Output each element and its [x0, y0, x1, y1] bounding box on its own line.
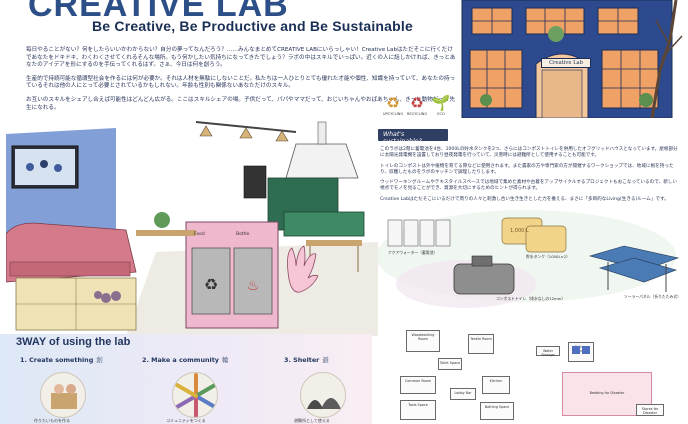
equipment-drawing	[376, 210, 680, 308]
plan-room: Toilet Space	[438, 358, 462, 370]
ways-title: 3WAY of using the lab	[16, 336, 131, 348]
floor-plan-1f: Woodworking Room Textile Room Common Roo…	[398, 330, 520, 424]
earth-caption: ECO	[437, 112, 445, 116]
recycle-caption: RECYCLING	[406, 112, 428, 116]
sustainable-paragraph-2: トイレのコンポストは外や植物を育てる際などに使用されます。また農家の方や専門家の…	[380, 163, 674, 175]
equipment-illustration: アクアウォーター（蓄電池） 1,000 L 貯水タンク（1000L×2） コンポ…	[376, 198, 686, 314]
svg-text:♻: ♻	[204, 275, 218, 294]
way-create-note: 作りたいものを作る	[34, 418, 70, 423]
svg-text:♨: ♨	[247, 278, 260, 294]
sustainable-paragraph-4: Creative Labはただそこにいるだけで周りの人々と刺激し合い生き生きとし…	[380, 196, 669, 202]
battery-storage-marker	[582, 346, 590, 354]
page-title: CREATIVE LAB	[28, 0, 289, 24]
plan-room: Bathing Space	[480, 402, 514, 420]
upcycle-icon: ♻ UPCYCLING	[382, 94, 404, 116]
compost-label: コンポストトイレ（排水なしの12mm）	[496, 296, 566, 301]
way-community-label: 2. Make a community	[142, 356, 219, 364]
sustainable-text: このラボは2階に蓄電池を4台、1000Lの貯水タンクを2つ、さらにはコンポストト…	[380, 147, 680, 207]
way-create-kanji: 創	[96, 356, 103, 364]
tank-volume-label: 1,000 L	[510, 228, 529, 234]
plan-room: Tools Space	[400, 400, 436, 420]
plan-room: Textile Room	[468, 334, 494, 354]
way-shelter-label: 3. Shelter	[284, 356, 320, 364]
plan-room: Water Storage	[536, 346, 560, 357]
way-shelter-kanji: 避	[322, 356, 329, 364]
plan-room: Lobby Bar	[450, 388, 476, 400]
interior-illustration: ♻ ♨	[6, 112, 378, 336]
way-shelter-note: 避難所として使える	[294, 418, 330, 423]
battery-label: アクアウォーター（蓄電池）	[388, 250, 438, 255]
way-community-kanji: 輪	[221, 356, 229, 364]
solar-label: ソーラーパネル（折りたたみ式）	[624, 294, 681, 299]
shelter-illustration	[300, 372, 346, 418]
intro-paragraph-1: 毎日やることがない？何をしたらいいかわからない？自分の夢ってなんだろう？……みん…	[26, 47, 456, 69]
tank-label: 貯水タンク（1000L×2）	[526, 254, 570, 259]
earth-icon: 🌱 ECO	[431, 94, 451, 116]
floor-plan-2f: Water Storage Battery Storage Bedding fo…	[532, 340, 666, 424]
page-subtitle: Be Creative, Be Productive and Be Sustai…	[92, 18, 413, 34]
way-community-note: コミュニティをつくる	[166, 418, 206, 423]
sustainable-heading: What's sustainable?	[378, 129, 448, 145]
cart-label-bottle: Bottle	[236, 232, 250, 237]
plan-room: Common Room	[400, 376, 436, 394]
upcycle-caption: UPCYCLING	[382, 112, 404, 116]
intro-text: 毎日やることがない？何をしたらいいかわからない？自分の夢ってなんだろう？……みん…	[26, 47, 456, 118]
sustainable-paragraph-3: ウッドワーキングルームやテキスタイルスペースでは地域で集めた素材や古着をアップサ…	[380, 180, 677, 192]
intro-paragraph-3: お互いのスキルをシェアし合えば可能性はどんどん広がる。ここはスキルシェアの場。子…	[26, 96, 455, 111]
plan-room: Woodworking Room	[406, 330, 440, 352]
way-create-label: 1. Create something	[20, 356, 94, 364]
intro-paragraph-2: 生産的で持続可能な循環型社会を作るには何が必要か。それは人材を無駄にしないことだ…	[26, 75, 456, 90]
create-illustration	[40, 372, 86, 418]
community-illustration	[172, 372, 218, 418]
plan-room: Kitchen	[482, 376, 510, 394]
sustainable-paragraph-1: このラボは2階に蓄電池を4台、1000Lの貯水タンクを2つ、さらにはコンポストト…	[380, 147, 678, 159]
battery-storage-marker	[572, 346, 580, 354]
recycle-icon: ♻ RECYCLING	[406, 94, 428, 116]
plan-room: Stores for Disaster	[636, 404, 664, 416]
cart-label-food: Food	[194, 232, 205, 237]
building-sign: Creative Lab	[541, 58, 591, 68]
